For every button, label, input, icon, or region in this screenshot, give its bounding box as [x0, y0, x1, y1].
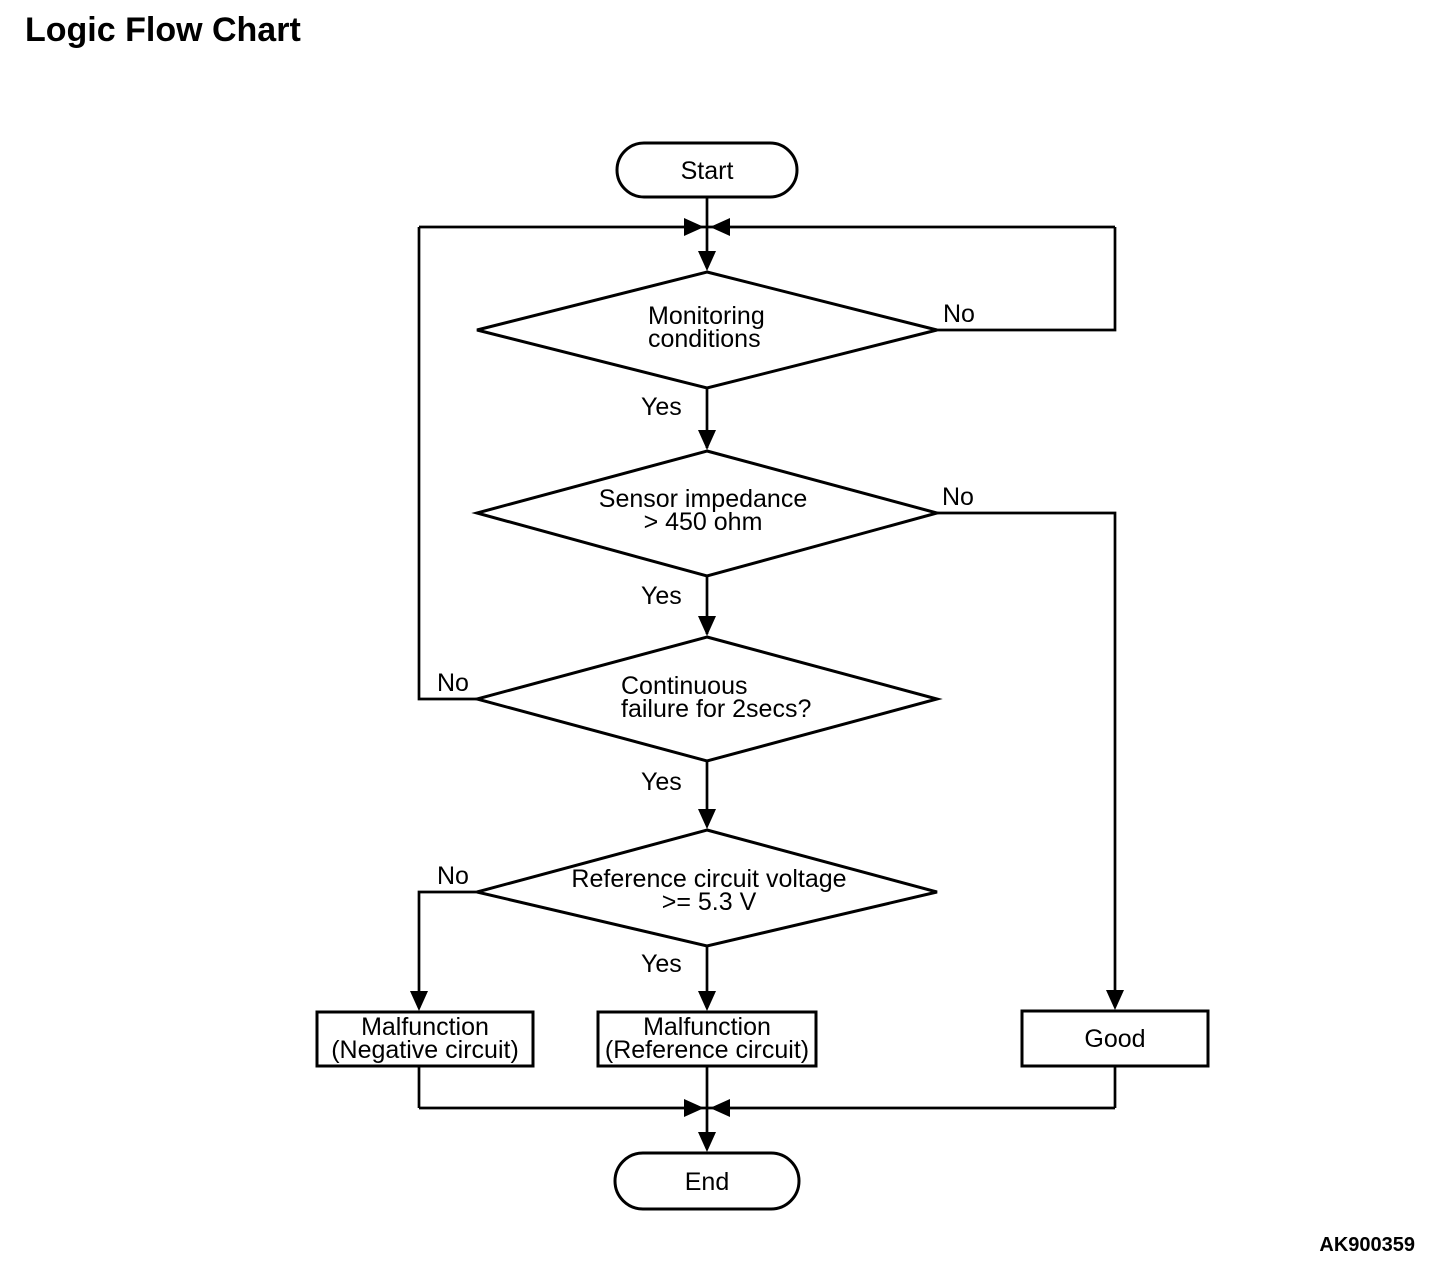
arrowhead-into-reference: [698, 809, 716, 829]
outcome-good-label: Good: [1084, 1025, 1145, 1053]
outcome-negative-circuit: [315, 1010, 535, 1068]
decision-monitoring-line1: Monitoring: [648, 302, 765, 330]
monitoring-no-label: No: [943, 300, 975, 328]
start-label: Start: [681, 157, 734, 185]
edge-reference-no-to-negative: [417, 890, 477, 1008]
impedance-yes-label: Yes: [641, 582, 682, 610]
decision-continuity-line2: failure for 2secs?: [621, 695, 811, 723]
impedance-no-label: No: [942, 483, 974, 511]
arrowhead-into-continuity: [698, 616, 716, 636]
decision-continuous-failure: [471, 635, 943, 763]
outcome-reference-line2: (Reference circuit): [605, 1036, 809, 1064]
decision-monitoring-line2: conditions: [648, 325, 761, 353]
continuity-yes-label: Yes: [641, 768, 682, 796]
edge-impedance-no-to-good: [937, 511, 1117, 1007]
decision-impedance-line2: > 450 ohm: [644, 508, 763, 536]
monitoring-yes-label: Yes: [641, 393, 682, 421]
arrowhead-into-good-box: [1106, 990, 1124, 1010]
start-node: [615, 141, 799, 199]
end-label: End: [685, 1168, 729, 1196]
reference-yes-label: Yes: [641, 950, 682, 978]
figure-code: AK900359: [1319, 1234, 1415, 1256]
outcome-good: [1020, 1009, 1210, 1068]
decision-reference-line1: Reference circuit voltage: [571, 865, 846, 893]
arrowheads: [410, 218, 1124, 1152]
arrowhead-bottom-junction-right: [710, 1099, 730, 1117]
decision-monitoring: [476, 270, 938, 390]
decision-continuity-line1: Continuous: [621, 672, 747, 700]
outcome-reference-circuit: [596, 1010, 818, 1068]
arrowhead-into-negative-box: [410, 991, 428, 1011]
arrowhead-top-junction-left: [684, 218, 704, 236]
decision-reference-voltage: [476, 828, 938, 948]
arrowhead-bottom-junction-left: [684, 1099, 704, 1117]
edge-monitoring-no-loop: [937, 227, 1117, 332]
reference-no-label: No: [437, 862, 469, 890]
continuity-no-label: No: [437, 669, 469, 697]
arrowhead-into-end: [698, 1132, 716, 1152]
outcome-negative-line1: Malfunction: [361, 1013, 489, 1041]
outcome-negative-line2: (Negative circuit): [331, 1036, 519, 1064]
text-labels: Logic Flow Chart Start Monitoring condit…: [25, 11, 1415, 1256]
page-title: Logic Flow Chart: [25, 11, 301, 49]
decision-reference-line2: >= 5.3 V: [662, 888, 757, 916]
outcome-reference-line1: Malfunction: [643, 1013, 771, 1041]
decision-sensor-impedance: [471, 449, 943, 578]
arrowhead-into-reference-box: [698, 991, 716, 1011]
end-node: [613, 1151, 801, 1211]
arrowhead-into-impedance: [698, 430, 716, 450]
arrowhead-top-junction-right: [710, 218, 730, 236]
arrowhead-into-monitoring: [698, 251, 716, 271]
node-shapes: [315, 141, 1210, 1211]
decision-impedance-line1: Sensor impedance: [599, 485, 807, 513]
edge-continuity-no-loop: [417, 227, 477, 701]
